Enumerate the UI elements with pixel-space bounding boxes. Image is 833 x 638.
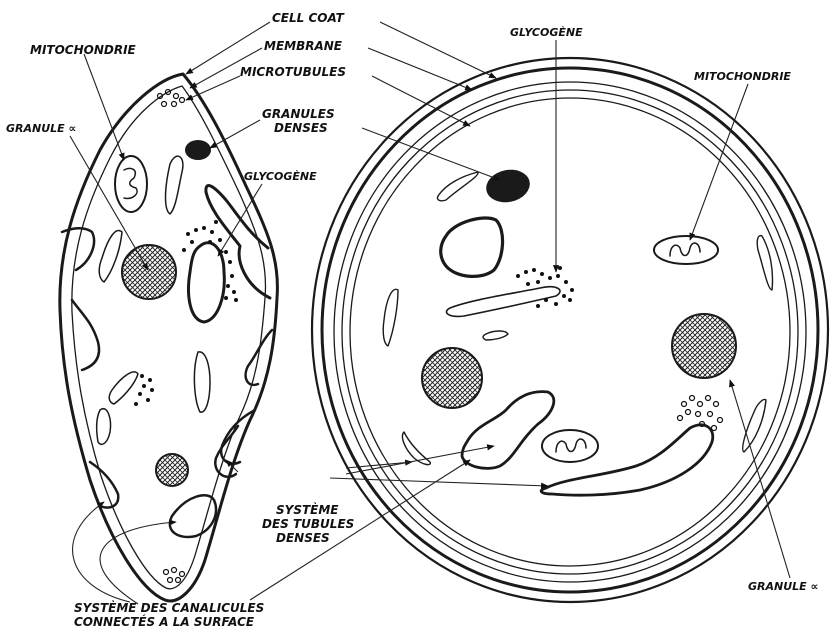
label-mitochondrie-right: MITOCHONDRIE — [694, 70, 791, 83]
dense-tubule — [437, 172, 478, 201]
label-cell-coat: CELL COAT — [272, 11, 345, 25]
vacuole-right-upper — [441, 218, 503, 276]
label-systeme-canalicules-1: SYSTÈME DES CANALICULES — [74, 600, 264, 615]
canalicule-right-2 — [541, 425, 713, 495]
label-microtubules: MICROTUBULES — [240, 65, 346, 79]
label-glycogene-top: GLYCOGÈNE — [510, 25, 583, 39]
label-membrane: MEMBRANE — [264, 39, 343, 53]
granule-dots-right — [678, 396, 723, 431]
alpha-granule-right-2 — [672, 314, 736, 378]
label-granule-alpha-left: GRANULE ∝ — [6, 122, 76, 135]
label-mitochondrie-left: MITOCHONDRIE — [30, 43, 137, 57]
platelet-side-view — [60, 74, 278, 601]
microtubule-ring-1 — [334, 82, 806, 582]
dense-granule-right — [483, 166, 533, 206]
label-systeme-tubules-2: DES TUBULES — [262, 517, 354, 531]
canalicule-notch — [206, 186, 270, 298]
dense-tubule — [97, 409, 111, 445]
vacuole-bottom-left — [170, 495, 216, 537]
granule-dots-mid — [134, 374, 154, 406]
mitochondrion-cristae — [670, 243, 700, 256]
label-glycogene-left: GLYCOGÈNE — [244, 169, 317, 183]
label-systeme-tubules-1: SYSTÈME — [276, 502, 339, 517]
granule-dots-top — [158, 90, 185, 107]
dense-tubule — [402, 432, 430, 465]
dense-tubule — [194, 352, 210, 412]
label-granule-alpha-right: GRANULE ∝ — [748, 580, 818, 593]
label-systeme-tubules-3: DENSES — [276, 531, 330, 545]
platelet-face-view — [312, 58, 828, 602]
mitochondrion-cristae — [124, 168, 137, 198]
dense-tubule — [757, 236, 772, 290]
canalicule-right-1 — [462, 392, 554, 469]
mitochondrion-cristae — [556, 439, 586, 452]
membrane-outline-right — [322, 68, 818, 592]
mitochondrion-left — [115, 156, 147, 212]
mitochondrion-right-bottom — [542, 430, 598, 462]
dense-granule-left — [185, 140, 211, 160]
cell-coat-outline-right — [312, 58, 828, 602]
pointer-lines — [70, 22, 790, 604]
dense-tubule — [483, 331, 508, 340]
alpha-granule-left — [122, 245, 176, 299]
glycogen-tubule — [446, 287, 560, 317]
dense-tubule — [383, 289, 398, 346]
cell-coat-outline-left — [60, 74, 278, 601]
label-systeme-canalicules-2: CONNECTÉS A LA SURFACE — [74, 614, 255, 629]
label-granules-denses-1: GRANULES — [262, 107, 335, 121]
dense-tubule — [166, 156, 183, 214]
alpha-granule-right-1 — [422, 348, 482, 408]
dense-tubule — [109, 372, 138, 404]
mitochondrion-right-top — [654, 236, 718, 264]
granule-dots-bottom — [164, 568, 185, 583]
dense-tubule — [99, 230, 122, 282]
label-granules-denses-2: DENSES — [274, 121, 328, 135]
alpha-granule-small — [156, 454, 188, 486]
